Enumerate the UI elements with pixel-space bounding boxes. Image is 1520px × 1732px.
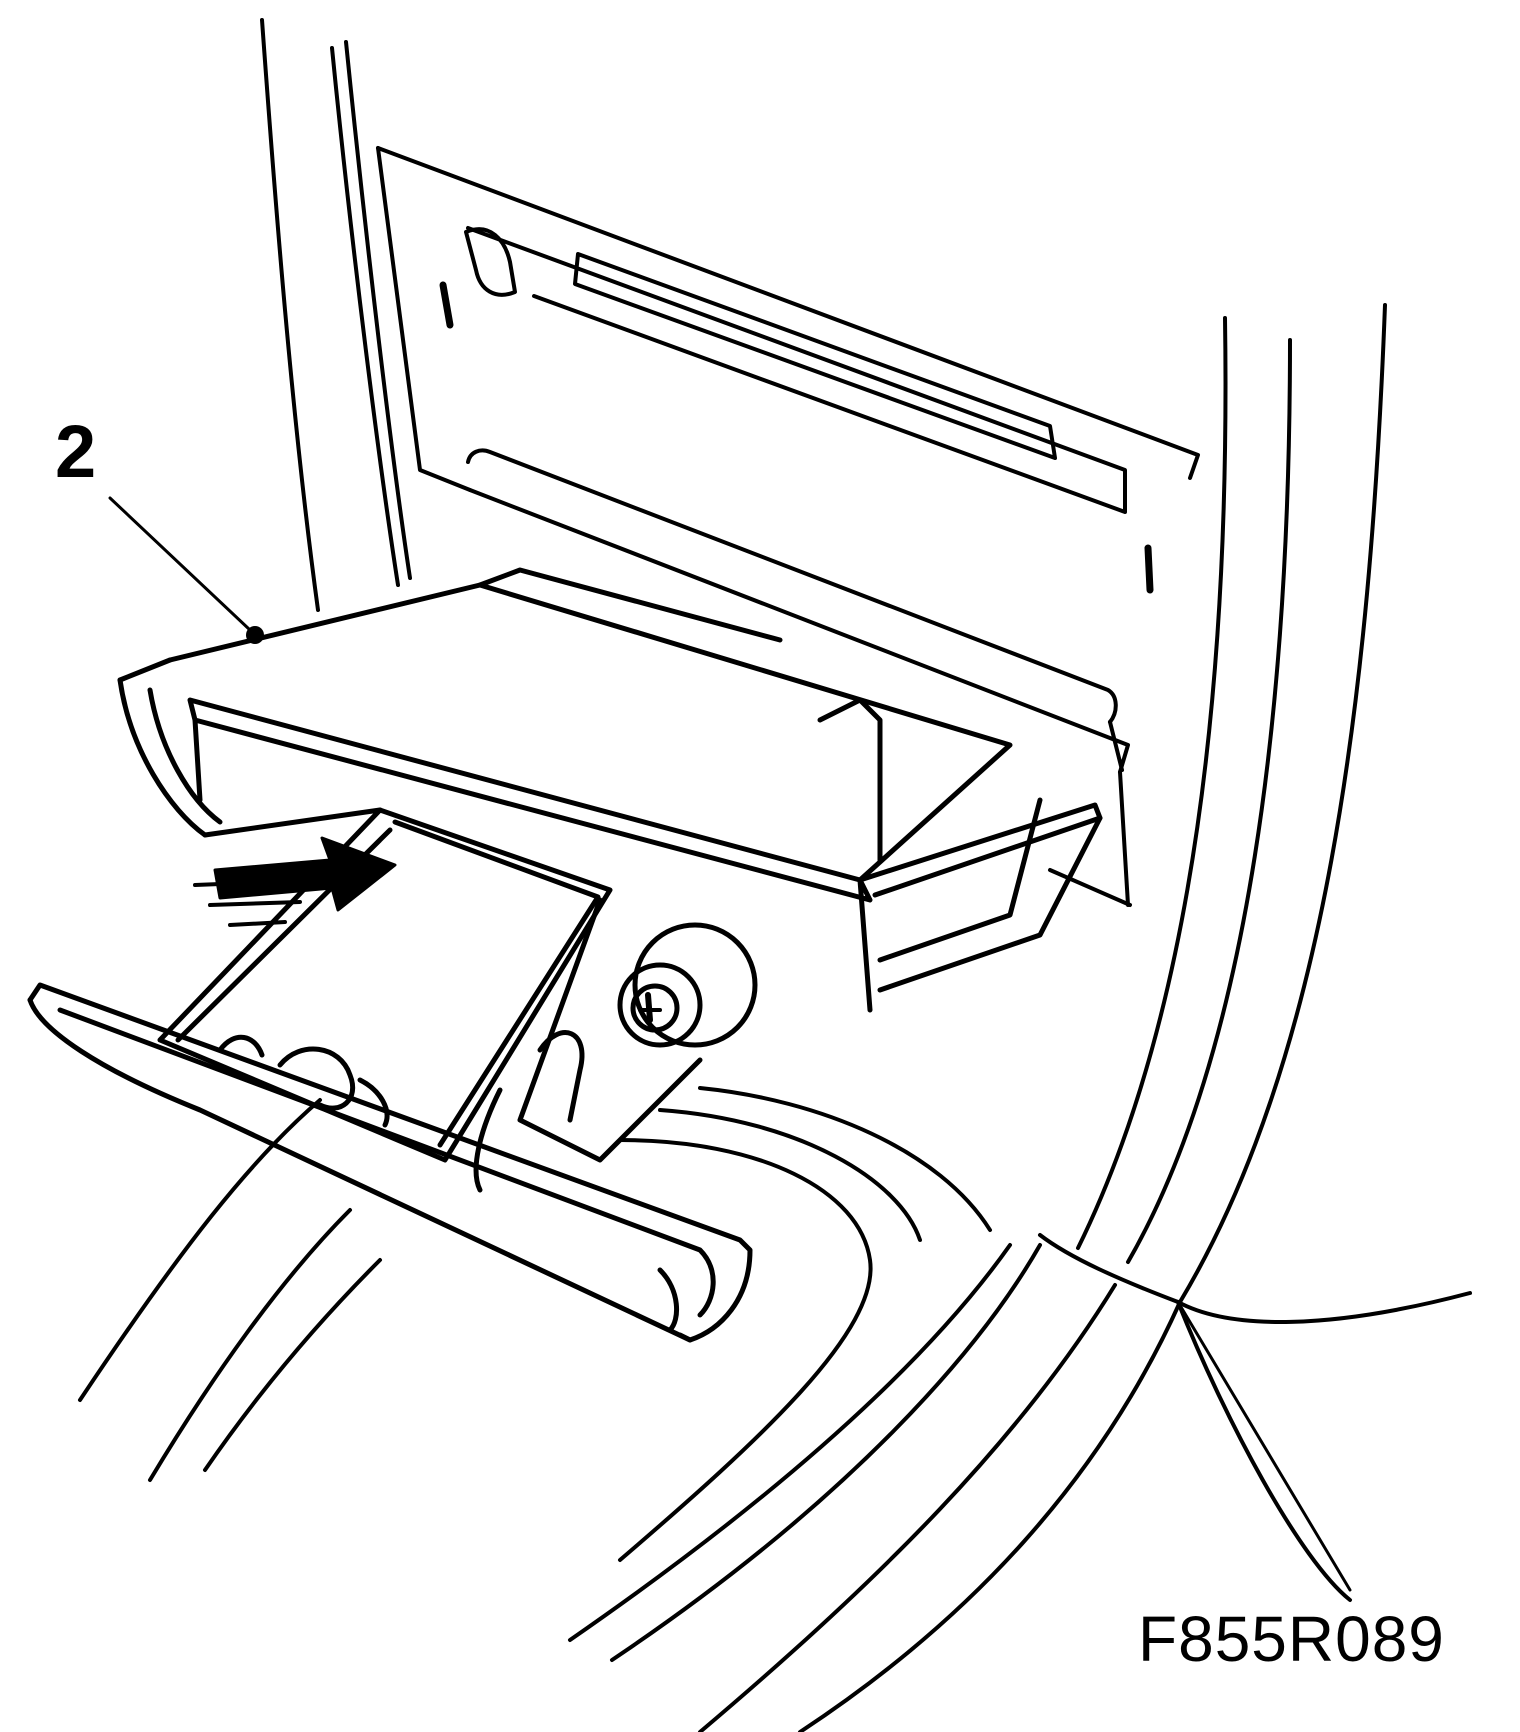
floor-console-curves <box>78 1086 992 1562</box>
insertion-arrow <box>193 836 397 927</box>
callout-number-label: 2 <box>55 410 97 493</box>
figure-code-label: F855R089 <box>1138 1603 1445 1675</box>
left-trim-panel <box>260 18 412 612</box>
console-face-panel <box>376 146 1200 907</box>
callout-leader <box>108 496 264 644</box>
code-leader <box>1176 1300 1352 1592</box>
console-side-trim <box>568 303 1472 1732</box>
glovebox-pocket <box>27 567 1103 1343</box>
